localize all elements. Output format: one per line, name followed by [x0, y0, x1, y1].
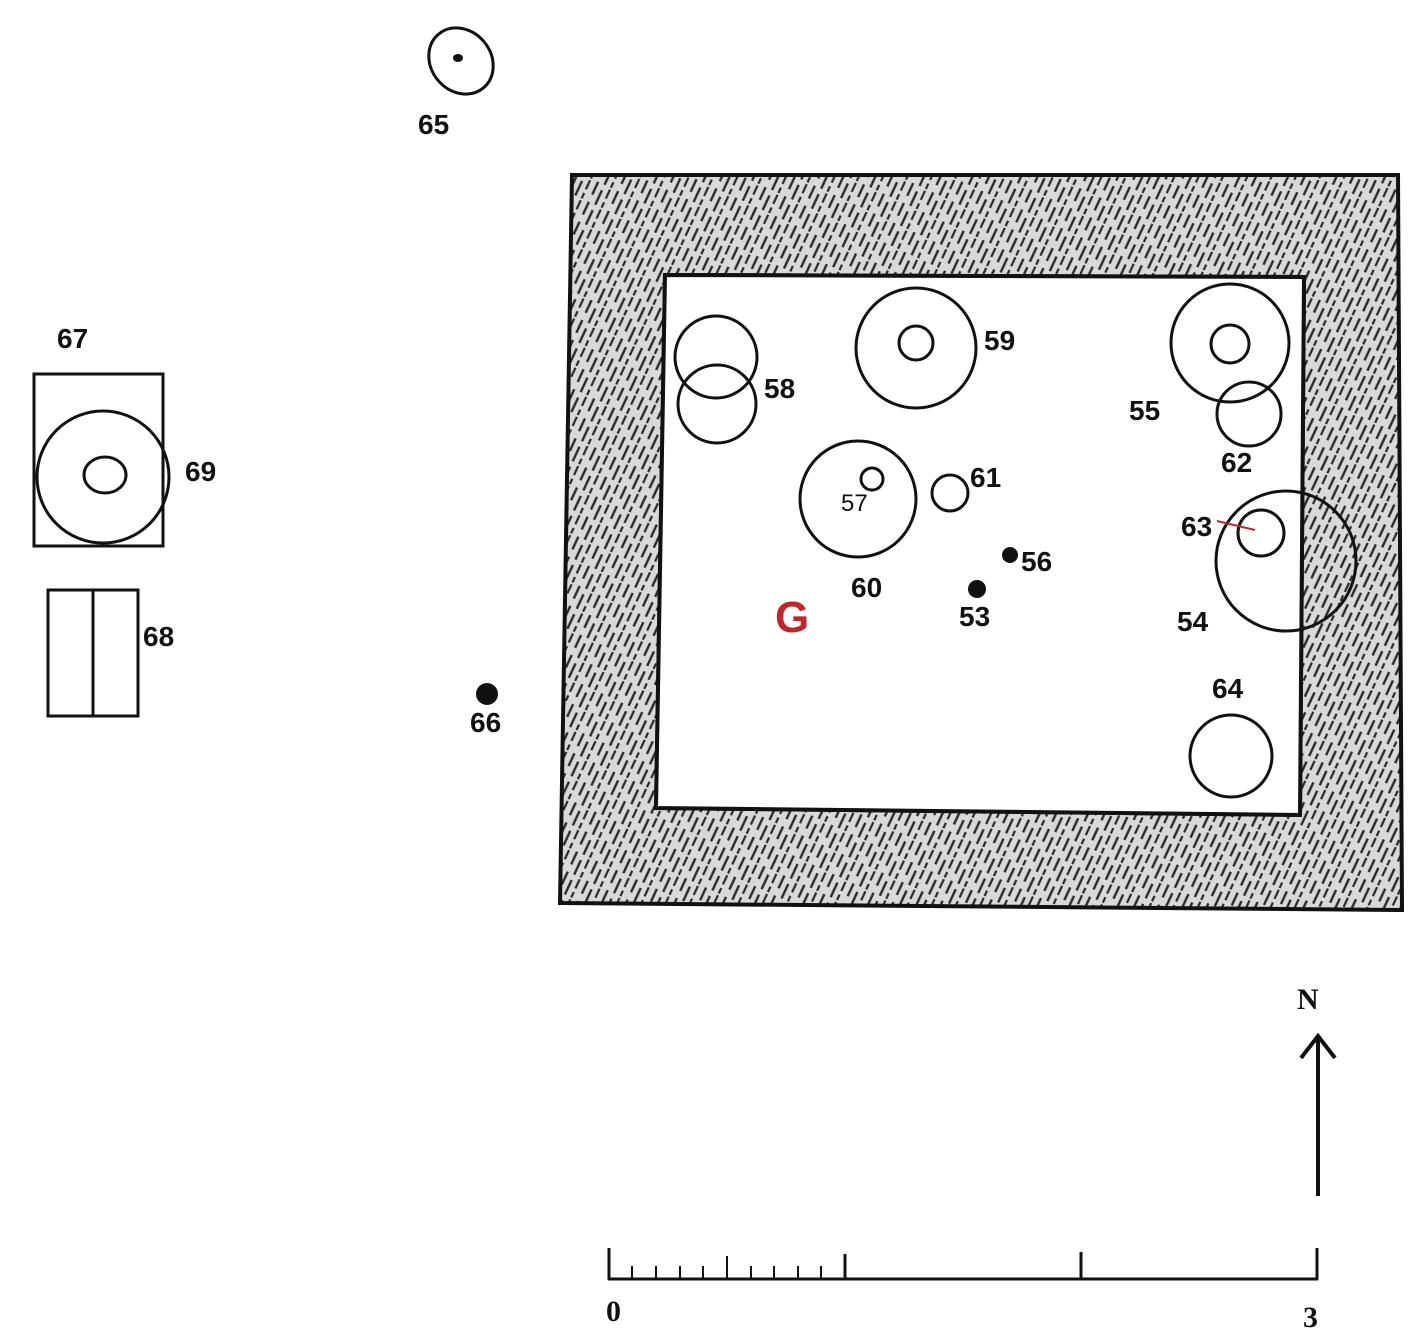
feature-63-leader-line	[1216, 520, 1256, 531]
feature-58: 58	[673, 314, 795, 445]
feature-58-upper-pit	[673, 314, 759, 400]
scale-bar: 0 3	[606, 1248, 1319, 1334]
feature-label-58: 58	[764, 373, 795, 404]
feature-label-62: 62	[1221, 447, 1252, 478]
feature-label-55: 55	[1129, 395, 1160, 426]
feature-label-69: 69	[185, 456, 216, 487]
feature-56: 56	[1002, 546, 1052, 577]
feature-61-post	[930, 473, 970, 513]
feature-65: 65	[418, 26, 495, 140]
feature-label-53: 53	[959, 601, 990, 632]
feature-60: 60	[798, 439, 918, 603]
scale-bar-end-label: 3	[1303, 1301, 1318, 1334]
feature-64: 64	[1188, 673, 1274, 799]
feature-66: 66	[470, 683, 501, 738]
feature-59-pit	[854, 286, 978, 410]
feature-56-post	[1002, 547, 1018, 563]
feature-label-64: 64	[1212, 673, 1244, 704]
feature-69-pit	[35, 409, 171, 545]
feature-68: 68	[46, 588, 174, 718]
feature-62: 62	[1215, 380, 1283, 478]
north-arrow-label: N	[1297, 983, 1319, 1016]
feature-64-pit	[1188, 713, 1274, 799]
enclosure-inner-edge	[653, 272, 1307, 818]
feature-59: 59	[854, 286, 1015, 410]
feature-55-post	[1209, 323, 1251, 365]
feature-60-pit	[798, 439, 918, 559]
feature-62-pit	[1215, 380, 1283, 448]
feature-label-61: 61	[970, 462, 1001, 493]
feature-55-pit	[1169, 282, 1291, 404]
feature-53: 53	[959, 580, 990, 632]
feature-57-post	[859, 466, 885, 492]
zone-label: G	[775, 593, 809, 642]
feature-58-lower-pit	[676, 363, 758, 445]
feature-label-63: 63	[1181, 511, 1212, 542]
feature-63-post	[1236, 508, 1286, 558]
feature-54: 54	[1177, 489, 1358, 637]
feature-55: 55	[1129, 282, 1291, 426]
feature-label-59: 59	[984, 325, 1015, 356]
feature-label-67: 67	[57, 323, 88, 354]
feature-67-outline	[32, 372, 165, 548]
feature-label-68: 68	[143, 621, 174, 652]
feature-57: 57	[841, 466, 885, 517]
feature-65-core	[453, 54, 463, 62]
feature-label-66: 66	[470, 707, 501, 738]
north-arrow-icon	[1299, 1032, 1337, 1196]
feature-61: 61	[930, 462, 1001, 513]
feature-69: 69	[35, 409, 216, 545]
feature-label-57: 57	[841, 490, 868, 517]
north-arrow: N	[1297, 983, 1337, 1196]
scale-bar-start-label: 0	[606, 1295, 621, 1328]
feature-65-outline	[427, 26, 495, 96]
feature-53-post	[968, 580, 986, 598]
feature-66-post	[476, 683, 498, 705]
feature-label-60: 60	[851, 572, 882, 603]
feature-69-post	[82, 455, 128, 495]
feature-label-54: 54	[1177, 606, 1209, 637]
feature-54-pit	[1214, 489, 1358, 633]
feature-label-56: 56	[1021, 546, 1052, 577]
feature-63: 63	[1181, 508, 1286, 558]
feature-59-post	[897, 324, 935, 362]
feature-67: 67	[32, 323, 165, 548]
feature-label-65: 65	[418, 109, 449, 140]
